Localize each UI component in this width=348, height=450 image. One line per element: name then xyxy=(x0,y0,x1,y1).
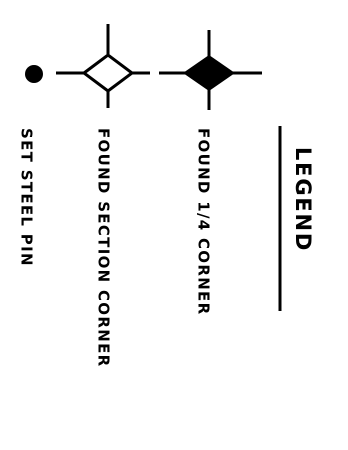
label-found-section-corner: FOUND SECTION CORNER xyxy=(95,128,113,367)
open-diamond-icon xyxy=(81,53,135,93)
filled-dot-icon xyxy=(25,65,43,83)
found-section-corner-symbol xyxy=(56,24,150,108)
legend-title: LEGEND xyxy=(291,147,315,252)
filled-diamond-icon xyxy=(183,55,235,91)
label-set-steel-pin: SET STEEL PIN xyxy=(18,128,36,267)
label-found-quarter-corner: FOUND 1/4 CORNER xyxy=(195,128,213,315)
found-quarter-corner-symbol xyxy=(159,30,262,110)
